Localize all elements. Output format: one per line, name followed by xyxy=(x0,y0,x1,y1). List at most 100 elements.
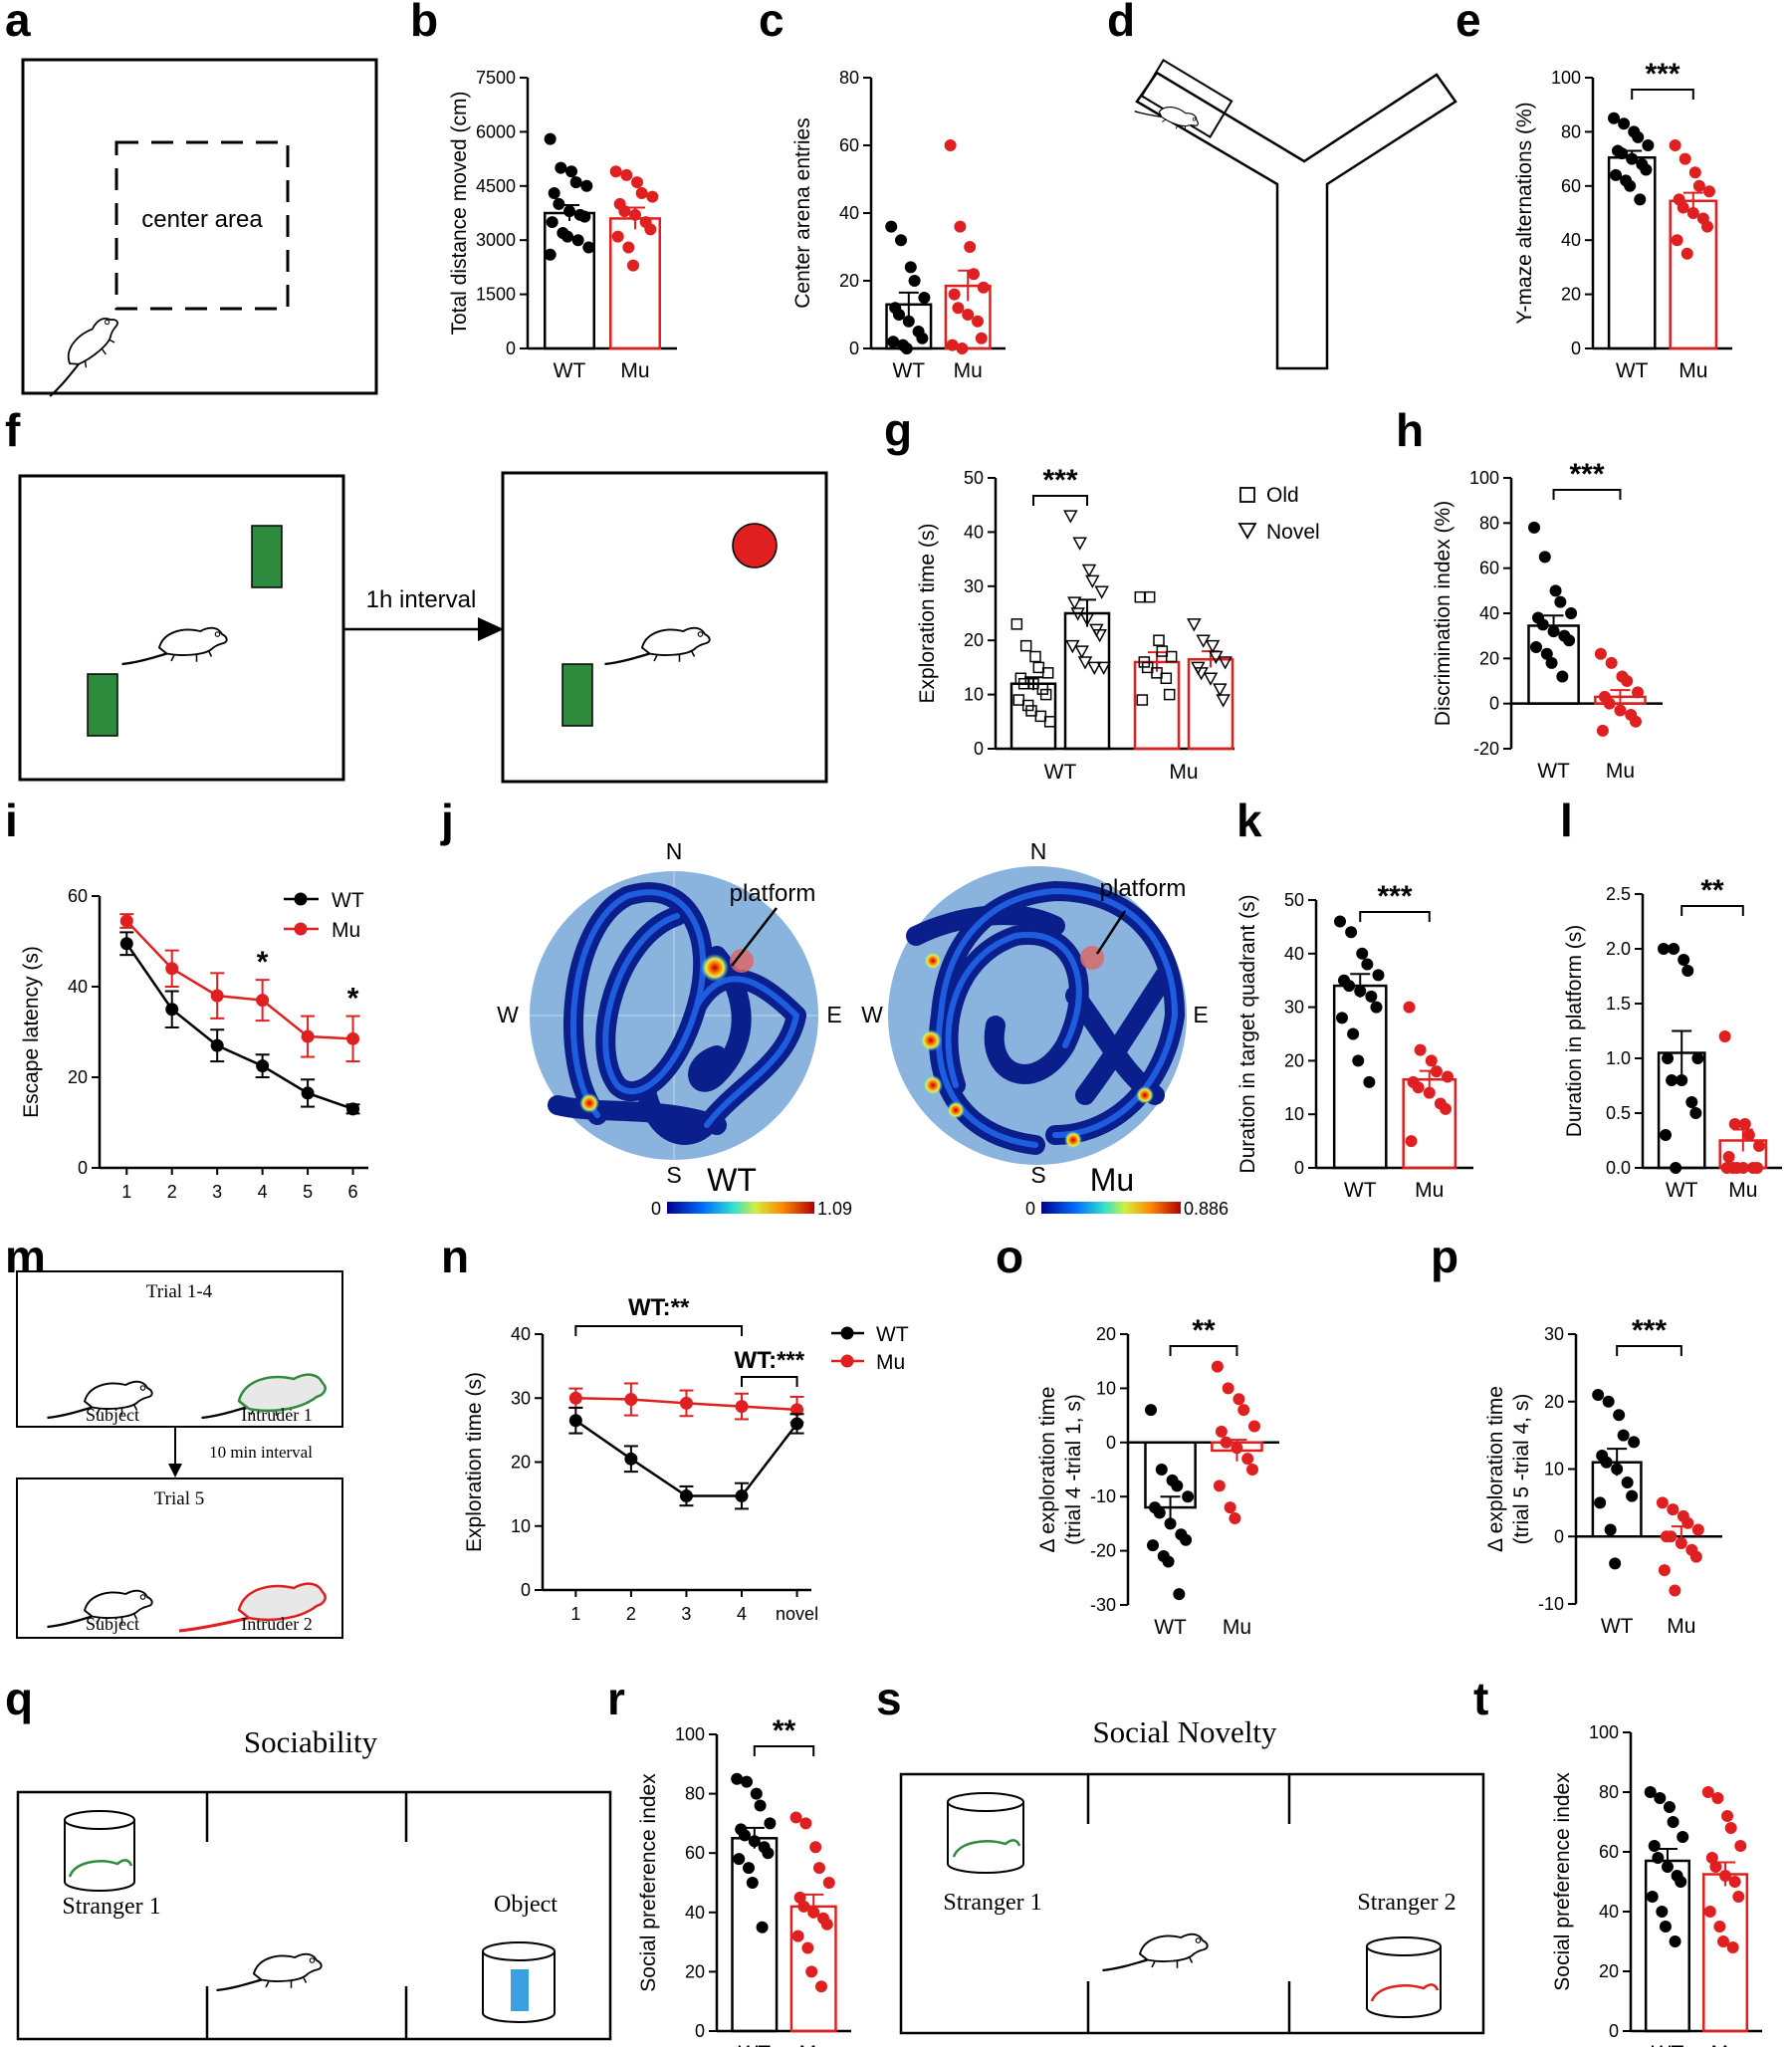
data-point xyxy=(1182,1490,1195,1503)
data-point xyxy=(902,315,915,328)
x-category-label: Mu xyxy=(1667,1615,1695,1638)
data-point-old xyxy=(1012,694,1025,706)
y-axis-label: Escape latency (s) xyxy=(20,946,43,1118)
significance-label: *** xyxy=(1569,458,1604,491)
data-point xyxy=(568,1391,582,1405)
data-point xyxy=(1423,1086,1436,1099)
data-point-novel xyxy=(1079,612,1095,627)
data-point xyxy=(1728,1118,1741,1130)
data-point-novel xyxy=(1216,694,1231,708)
data-point xyxy=(1686,207,1699,219)
data-point xyxy=(1335,1012,1348,1024)
y-maze-diagram xyxy=(1134,59,1457,370)
data-point xyxy=(568,1414,582,1428)
x-category-label: Mu xyxy=(1223,1616,1251,1639)
panel-letter-c: c xyxy=(759,0,784,46)
data-point xyxy=(1171,1479,1184,1492)
intruder1-label: Intruder 1 xyxy=(241,1405,312,1425)
significance-label: *** xyxy=(1377,880,1412,913)
data-point xyxy=(1345,926,1358,939)
trial-1-4-title: Trial 1-4 xyxy=(146,1281,213,1302)
data-point xyxy=(544,248,557,261)
y-tick-label: 60 xyxy=(1479,559,1499,578)
scale-min-mu: 0 xyxy=(1025,1199,1035,1219)
data-point xyxy=(1718,1030,1731,1042)
y-tick-label: 100 xyxy=(1589,1722,1619,1742)
data-point xyxy=(1722,1151,1735,1163)
legend-label-wt: WT xyxy=(332,889,364,912)
data-point-old xyxy=(1143,590,1156,603)
significance-bracket xyxy=(1552,489,1622,500)
data-point xyxy=(1611,1463,1624,1476)
data-point-old xyxy=(1034,710,1047,723)
data-point xyxy=(1365,990,1378,1003)
panel-letter-s: s xyxy=(876,1673,902,1724)
data-point xyxy=(1213,1479,1226,1492)
data-point xyxy=(1363,1075,1376,1088)
data-point xyxy=(1724,1822,1737,1834)
data-point xyxy=(1164,1517,1177,1530)
data-point xyxy=(119,937,133,951)
data-point xyxy=(741,1775,754,1788)
y-tick-label: 4500 xyxy=(476,176,516,196)
data-point xyxy=(956,342,969,354)
data-point-old xyxy=(1032,661,1045,674)
social-memory-diagram: Trial 1-4 Subject Intruder 1 10 min inte… xyxy=(16,1270,343,1639)
data-point xyxy=(1343,980,1356,993)
intruder2-label: Intruder 2 xyxy=(241,1614,312,1634)
y-tick-label: 40 xyxy=(1284,944,1304,964)
data-point xyxy=(1347,1027,1360,1040)
data-point xyxy=(1609,1557,1622,1570)
y-tick-label: -10 xyxy=(1090,1486,1116,1506)
data-point xyxy=(679,1489,693,1503)
data-point-novel xyxy=(1203,672,1219,686)
data-point xyxy=(611,230,624,243)
data-point-novel xyxy=(1094,585,1109,599)
scale-max-wt: 1.09 xyxy=(817,1199,852,1219)
data-point xyxy=(1669,1935,1681,1947)
data-point xyxy=(1556,670,1569,683)
compass-w-mu: W xyxy=(861,1002,883,1027)
panel-letter-g: g xyxy=(884,404,912,456)
panel-letter-r: r xyxy=(607,1673,625,1724)
x-category-label: WT xyxy=(1154,1616,1187,1639)
data-point xyxy=(1634,193,1647,206)
data-point xyxy=(1603,697,1616,710)
y-tick-label: 6000 xyxy=(476,121,516,141)
data-point xyxy=(1247,1420,1260,1433)
panel-letter-j: j xyxy=(440,795,454,846)
data-point-novel xyxy=(1063,510,1078,524)
data-point xyxy=(1691,1052,1704,1064)
social-novelty-diagram: Social Novelty Stranger 1 Stranger 2 xyxy=(899,1714,1485,2035)
y-axis-label: (trial 4 -trial 1, s) xyxy=(1062,1394,1085,1545)
data-point xyxy=(644,223,657,236)
y-tick-label: 60 xyxy=(1599,1842,1619,1862)
y-tick-label: 0 xyxy=(695,2021,705,2041)
data-point xyxy=(975,332,988,344)
data-point-old xyxy=(1160,672,1173,685)
data-point xyxy=(1145,1404,1158,1417)
y-tick-label: 10 xyxy=(1284,1104,1304,1124)
y-tick-label: 60 xyxy=(1561,176,1581,196)
y-tick-label: 20 xyxy=(1599,1961,1619,1981)
legend-label-novel: Novel xyxy=(1266,521,1320,544)
data-point xyxy=(822,1877,835,1889)
data-point-old xyxy=(1029,650,1041,663)
data-point xyxy=(1711,1792,1724,1804)
interval-label: 1h interval xyxy=(366,586,477,613)
y-tick-label: 3000 xyxy=(476,230,516,250)
compass-n-wt: N xyxy=(666,838,683,864)
y-tick-label: 10 xyxy=(964,685,984,705)
data-point xyxy=(743,1862,756,1875)
x-tick-label: 5 xyxy=(303,1182,313,1202)
data-point xyxy=(561,230,573,243)
data-point xyxy=(646,190,659,203)
panel-letter-p: p xyxy=(1431,1231,1458,1282)
data-point xyxy=(1610,168,1623,181)
y-axis-label: Duration in platform (s) xyxy=(1563,925,1586,1138)
